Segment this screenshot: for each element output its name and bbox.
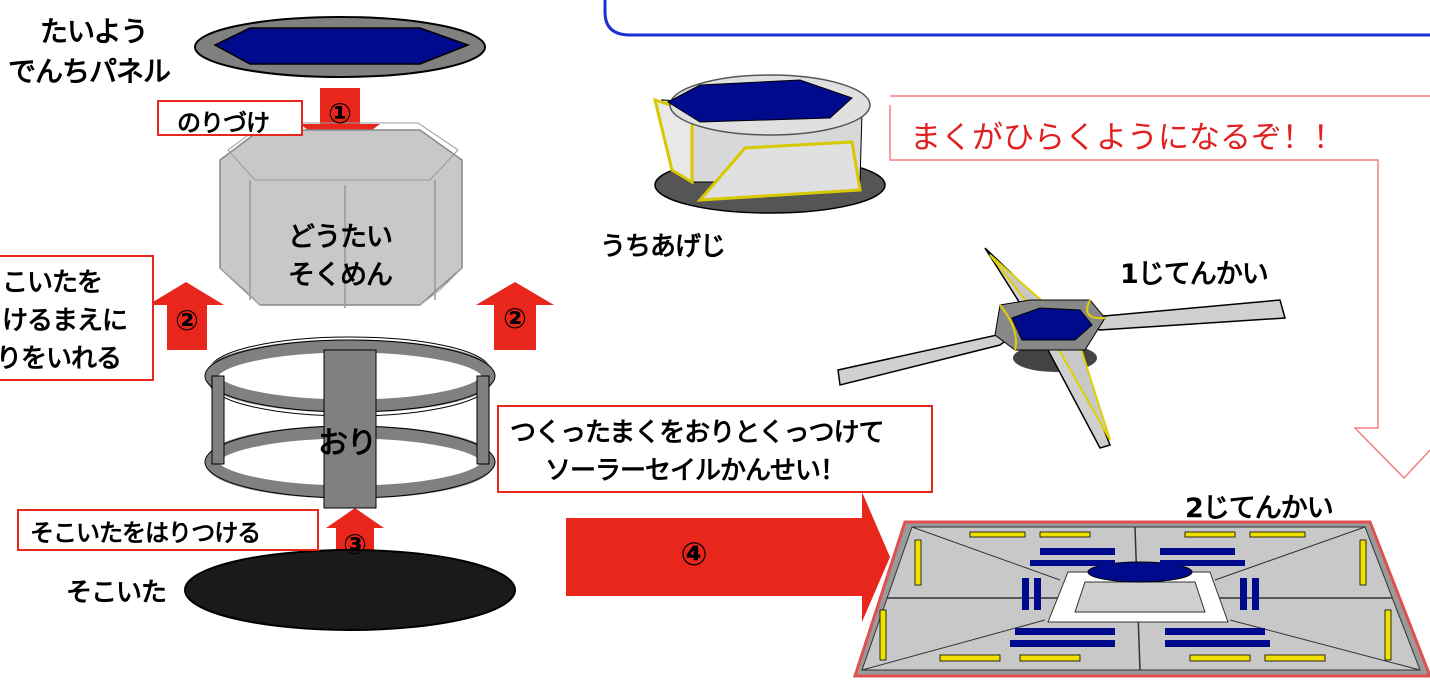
second-deploy-label: 2じてんかい: [1185, 493, 1334, 524]
step2-arrow-right: [476, 282, 554, 350]
left-note-label-1: こいたを: [2, 268, 103, 298]
second-deploy-sail: [852, 520, 1430, 678]
finish-box: [497, 405, 933, 493]
launch-label: うちあげじ: [600, 232, 726, 262]
body-side-label-1: どうたい: [288, 222, 393, 253]
cage-frame: [204, 336, 496, 509]
solar-panel-label-1: たいよう: [40, 15, 148, 48]
note-connector: [889, 105, 1430, 480]
membrane-note-label: まくがひらくようになるぞ！！: [910, 120, 1344, 156]
bottom-plate-label: そこいた: [66, 578, 167, 608]
left-note-label-2: けるまえに: [2, 306, 128, 336]
solar-panel-label-2: でんちパネル: [8, 55, 171, 88]
step-four-label: ④: [680, 535, 708, 573]
step2-arrow-left: [148, 282, 224, 350]
step-two-left-label: ②: [175, 304, 199, 337]
glue-label: のりづけ: [177, 109, 270, 137]
first-deploy-shape: [837, 247, 1286, 449]
top-frame: [603, 0, 1430, 37]
glue-box: [157, 100, 303, 136]
finish-label-1: つくったまくをおりとくっつけて: [510, 418, 884, 448]
attach-bottom-label: そこいたをはりつける: [30, 519, 261, 547]
left-note-box: [0, 255, 154, 381]
bottom-plate: [184, 549, 516, 631]
solar-panel-disc: [194, 16, 486, 78]
attach-bottom-box: [17, 509, 319, 551]
body-side-label-2: そくめん: [288, 260, 393, 291]
step4-arrow: [566, 492, 890, 622]
step-three-label: ③: [343, 528, 367, 561]
left-note-label-3: りをいれる: [0, 344, 122, 374]
step-one-label: ①: [328, 97, 352, 130]
first-deploy-label: 1じてんかい: [1120, 259, 1269, 290]
cage-label: おり: [318, 426, 377, 461]
finish-label-2: ソーラーセイルかんせい！: [545, 456, 846, 486]
step-two-right-label: ②: [503, 302, 527, 335]
launch-config: [652, 74, 886, 214]
